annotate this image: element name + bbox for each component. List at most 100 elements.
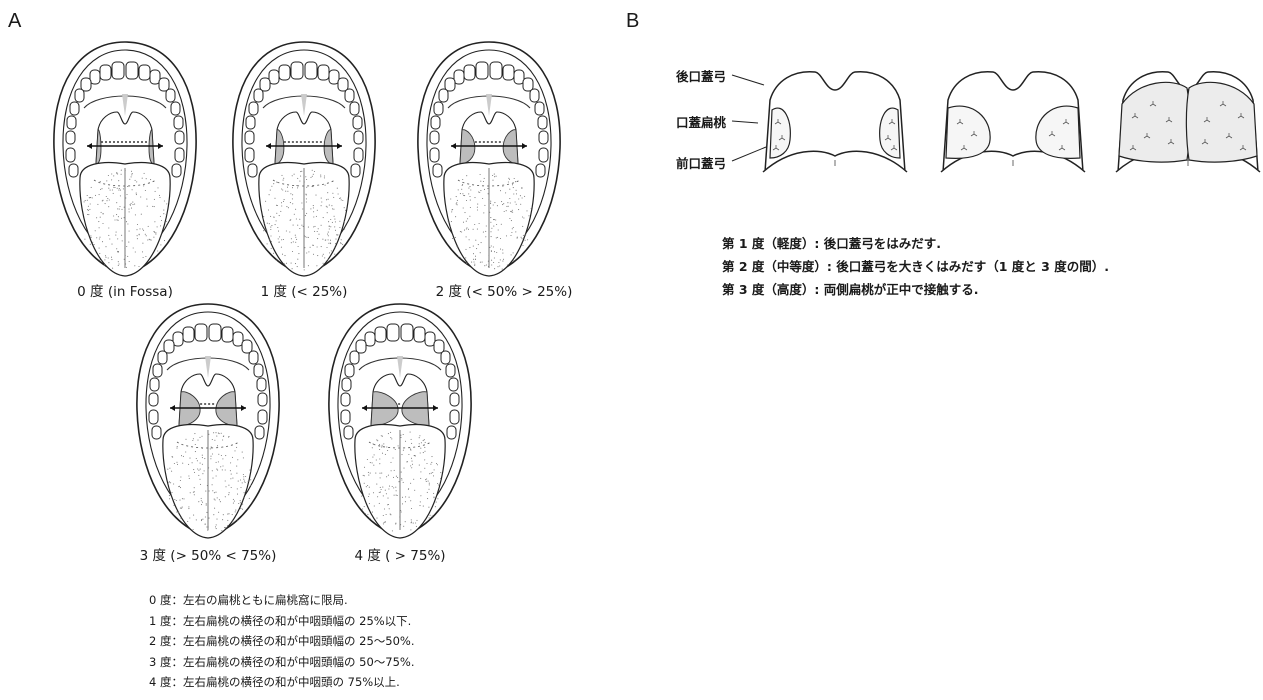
tooth [454,70,464,84]
tooth [195,324,207,341]
tooth [75,89,84,102]
note-grade-0: 0 度：左右の扁桃ともに扁桃窩に限局. [149,590,414,611]
tooth [430,131,439,144]
tooth [90,70,100,84]
tooth [150,378,159,391]
mouth-diagram-grade-4 [325,300,475,545]
tooth [255,426,264,439]
tooth [433,164,442,177]
throat-diagram-grade-1 [760,60,910,175]
note-grade-3: 3 度：左右扁桃の横径の和が中咽頭幅の 50～75%. [149,652,414,673]
tooth [66,131,75,144]
tooth [66,148,75,162]
label-tonsil: 口蓋扁桃 [676,112,726,131]
tooth [430,148,439,162]
tooth [248,164,257,177]
tooth [100,65,111,80]
tooth [258,393,267,406]
tooth [254,89,263,102]
tooth [447,426,456,439]
tooth [338,78,348,91]
throat-diagram-grade-3 [1113,60,1263,175]
tooth [538,116,547,129]
severity-notes: 第 1 度（軽度）: 後口蓋弓をはみだす. 第 2 度（中等度）: 後口蓋弓を大… [722,232,1109,301]
tooth [112,62,124,79]
tooth [305,62,317,79]
tooth [245,148,254,162]
tooth [291,62,303,79]
tooth [254,364,263,377]
note-severity-3: 第 3 度（高度）: 両側扁桃が正中で接触する. [722,278,1109,301]
tooth [249,351,258,364]
tooth [539,131,548,144]
tooth [149,393,158,406]
tooth [530,89,539,102]
note-grade-2: 2 度：左右扁桃の横径の和が中咽頭幅の 25～50%. [149,631,414,652]
tooth [503,65,514,80]
mouth-diagram-grade-0 [50,38,200,283]
tooth [353,116,362,129]
tooth [356,340,366,353]
tooth [387,324,399,341]
caption-grade-4: 4 度 ( > 75%) [300,544,500,564]
tooth [345,89,354,102]
tooth [209,324,221,341]
tooth [450,393,459,406]
note-grade-1: 1 度：左右扁桃の横径の和が中咽頭幅の 25%以下. [149,611,414,632]
label-posterior-arch: 後口蓋弓 [676,66,726,85]
note-severity-2: 第 2 度（中等度）: 後口蓋弓を大きくはみだす（1 度と 3 度の間）. [722,255,1109,278]
grading-notes: 0 度：左右の扁桃ともに扁桃窩に限局. 1 度：左右扁桃の横径の和が中咽頭幅の … [149,590,414,693]
tooth [350,102,359,115]
mouth-diagram-grade-1 [229,38,379,283]
tooth [70,102,79,115]
throat-diagram-grade-2 [938,60,1088,175]
tooth [354,131,363,144]
caption-grade-1: 1 度 (< 25%) [204,280,404,300]
tooth [153,364,162,377]
tooth [175,148,184,162]
tooth [67,116,76,129]
tooth [431,116,440,129]
tooth [152,426,161,439]
tooth [345,364,354,377]
tooth [490,62,502,79]
tooth [439,89,448,102]
tooth [342,378,351,391]
tooth [279,65,290,80]
tooth [149,410,158,424]
tooth [351,164,360,177]
tooth [354,148,363,162]
tooth [269,70,279,84]
tooth [158,351,167,364]
tooth [341,410,350,424]
label-anterior-arch: 前口蓋弓 [676,153,726,172]
mouth-diagram-grade-2 [414,38,564,283]
tooth [260,78,270,91]
tooth [434,102,443,115]
tooth [257,378,266,391]
note-grade-4: 4 度：左右扁桃の横径の和が中咽頭の 75%以上. [149,672,414,693]
caption-grade-0: 0 度 (in Fossa) [25,280,225,300]
tooth [523,78,533,91]
tooth [365,332,375,346]
tooth [249,102,258,115]
note-severity-1: 第 1 度（軽度）: 後口蓋弓をはみだす. [722,232,1109,255]
tooth [150,70,160,84]
tooth [183,327,194,342]
tooth [318,65,329,80]
caption-grade-2: 2 度 (< 50% > 25%) [404,280,604,300]
tooth [434,340,444,353]
tooth [126,62,138,79]
tooth [375,327,386,342]
tooth [514,70,524,84]
tooth [414,327,425,342]
tooth [344,426,353,439]
tooth [401,324,413,341]
tooth [246,116,255,129]
tooth [171,102,180,115]
tooth [222,327,233,342]
tooth [441,351,450,364]
tooth [164,340,174,353]
tooth [341,393,350,406]
tooth [535,102,544,115]
